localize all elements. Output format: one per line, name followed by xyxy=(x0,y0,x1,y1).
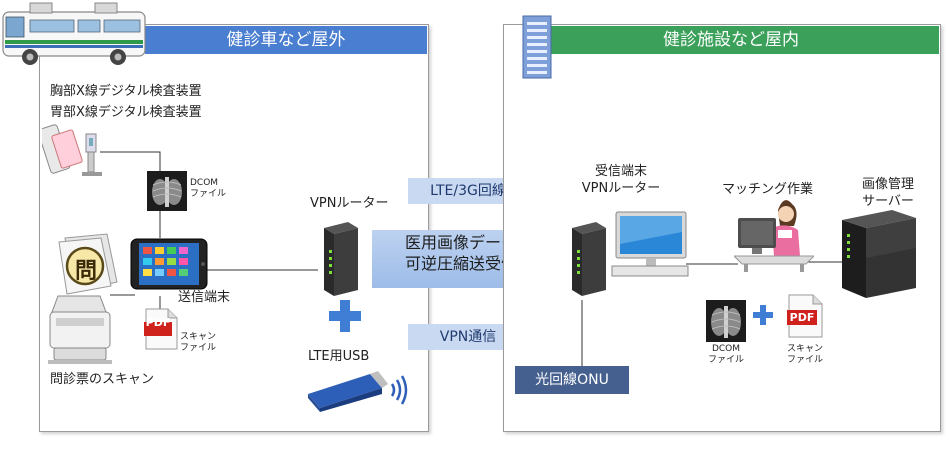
lte-usb-label: LTE用USB xyxy=(308,349,370,364)
receiver-line1: 受信端末 xyxy=(594,164,647,179)
server-icon xyxy=(842,210,916,298)
server-line1: 画像管理 xyxy=(861,177,914,192)
scan-indoor-line2: ファイル xyxy=(786,355,823,365)
server-label: 画像管理 サーバー xyxy=(848,176,928,210)
questionnaire-scan-label: 問診票のスキャン xyxy=(50,372,155,387)
matching-label: マッチング作業 xyxy=(722,182,814,197)
dcom-line1: DCOM xyxy=(190,178,219,188)
usb-dongle-icon xyxy=(308,371,408,412)
tablet-icon xyxy=(130,238,208,290)
scan-line1: スキャン xyxy=(180,332,217,342)
arrow-line1: 医用画像データ xyxy=(404,233,517,252)
dcom-label-outdoor: DCOM ファイル xyxy=(190,178,226,200)
receiver-line2: VPNルーター xyxy=(581,181,661,196)
pdf-label-indoor: PDF xyxy=(789,311,815,324)
indoor-header-title: 健診施設など屋内 xyxy=(663,30,799,50)
onu-box: 光回線ONU xyxy=(515,366,629,394)
indoor-header: 健診施設など屋内 xyxy=(523,26,939,54)
vpn-router-label: VPNルーター xyxy=(310,196,389,211)
router-icon xyxy=(324,222,358,296)
operator-icon xyxy=(734,200,814,272)
plus-icon xyxy=(329,300,361,332)
pdf-icon xyxy=(144,308,178,350)
dcom-line2: ファイル xyxy=(190,189,227,199)
receiver-label: 受信端末 VPNルーター xyxy=(566,163,676,197)
questionnaire-char: 問 xyxy=(74,258,97,284)
server-line2: サーバー xyxy=(862,194,914,209)
device-stomach-label: 胃部X線デジタル検査装置 xyxy=(50,105,202,120)
monitor-icon xyxy=(611,211,689,277)
device-chest-label: 胸部X線デジタル検査装置 xyxy=(50,84,202,99)
scanner-icon xyxy=(48,295,112,364)
plus-icon-indoor xyxy=(753,305,773,325)
dcom-indoor-line1: DCOM xyxy=(711,344,741,354)
arrow-text: 医用画像データ 可逆圧縮送受信 xyxy=(376,232,546,274)
router-icon-receiver xyxy=(572,222,606,296)
building-icon xyxy=(522,15,552,79)
questionnaire-document-icon xyxy=(58,233,118,295)
pdf-label: PDF xyxy=(145,316,171,329)
scan-indoor-line1: スキャン xyxy=(786,344,823,354)
scan-file-label-outdoor: スキャン ファイル xyxy=(180,332,216,354)
bus-icon xyxy=(2,2,146,65)
scan-file-label-indoor: スキャン ファイル xyxy=(780,344,830,366)
pdf-icon-indoor xyxy=(787,294,823,338)
dcom-indoor-line2: ファイル xyxy=(707,355,744,365)
xray-image-icon xyxy=(147,171,187,211)
scan-line2: ファイル xyxy=(180,343,217,353)
arrow-line2: 可逆圧縮送受信 xyxy=(404,254,517,273)
outdoor-header-title: 健診車など屋外 xyxy=(226,30,346,50)
sending-terminal-label: 送信端末 xyxy=(178,290,231,305)
xray-machine-icon xyxy=(42,124,102,176)
outdoor-header: 健診車など屋外 xyxy=(145,26,427,54)
xray-image-icon-indoor xyxy=(706,300,746,342)
dcom-label-indoor: DCOM ファイル xyxy=(701,344,751,366)
